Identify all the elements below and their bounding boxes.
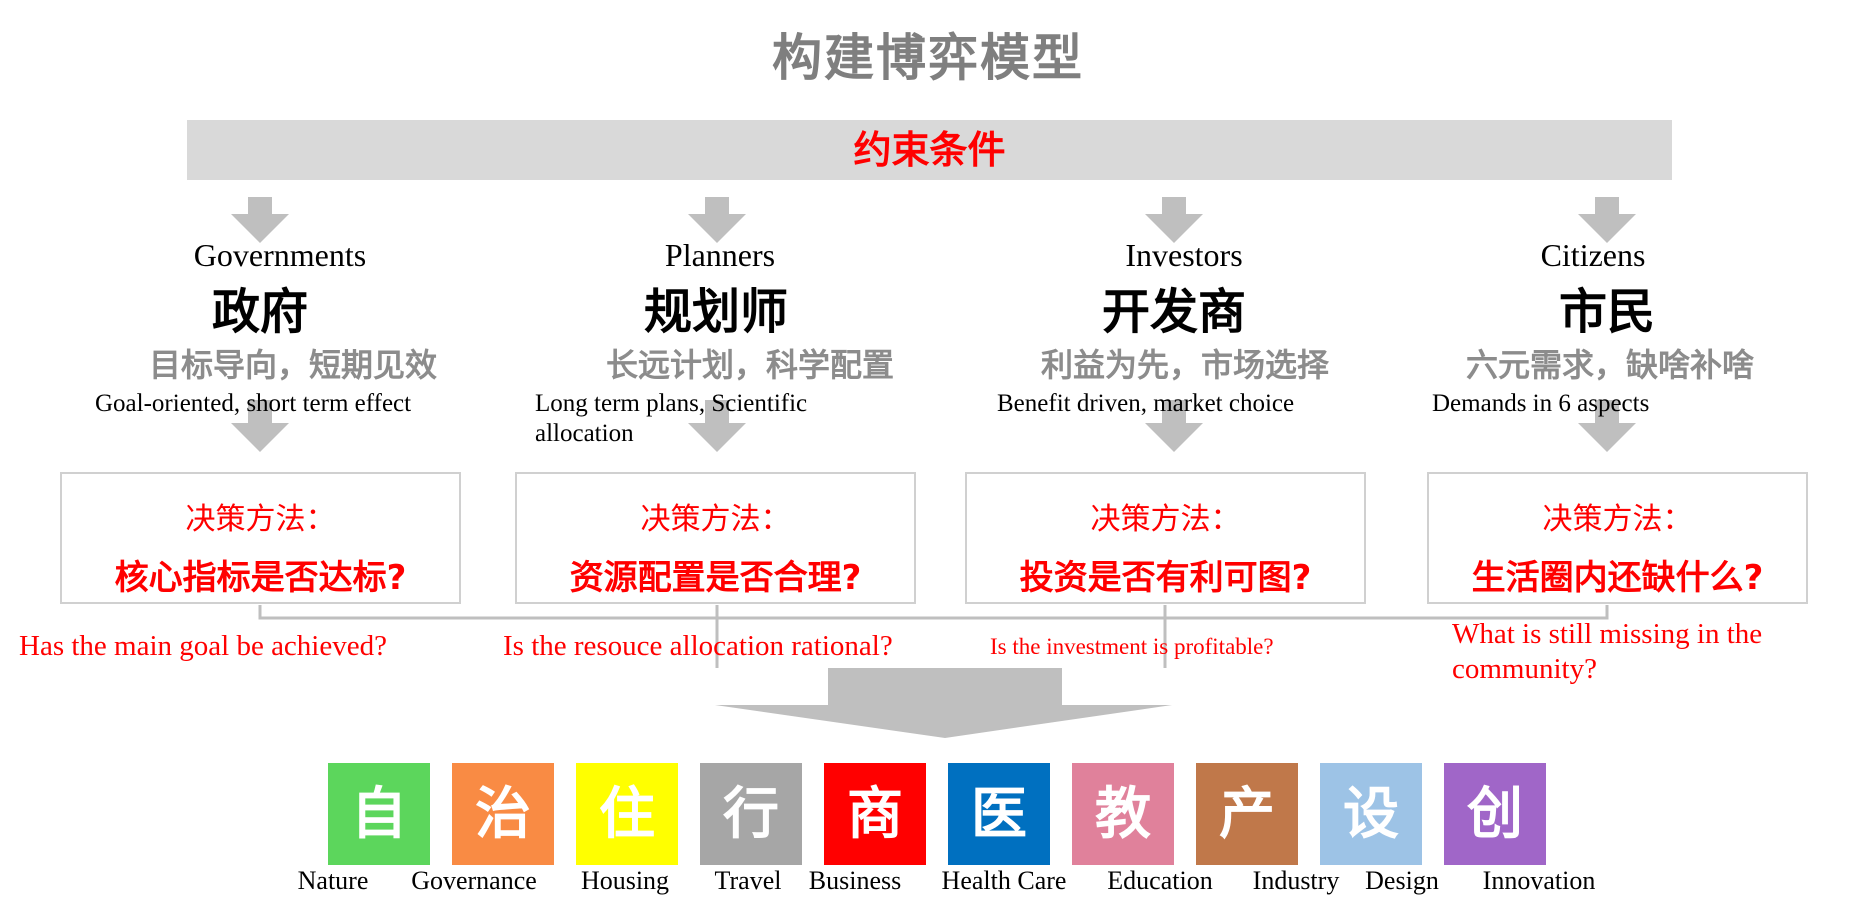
stakeholder-zh-desc: 利益为先，市场选择 bbox=[1040, 346, 1329, 384]
stakeholder-zh-desc: 目标导向，短期见效 bbox=[148, 346, 437, 384]
tile-label: Industry bbox=[1252, 866, 1340, 895]
arrow-top-3 bbox=[1145, 197, 1203, 243]
stakeholder-zh-name: 开发商 bbox=[1101, 284, 1246, 340]
decision-method-label: 决策方法： bbox=[1090, 502, 1241, 537]
tile-housing: 住 bbox=[576, 763, 678, 865]
stakeholder-en-desc: Benefit driven, market choice bbox=[997, 390, 1295, 417]
merge-arrow bbox=[715, 668, 1172, 738]
tile-label: Travel bbox=[714, 866, 782, 895]
tile-health-care: 医 bbox=[948, 763, 1050, 865]
tile-label: Design bbox=[1365, 866, 1439, 895]
question-translation: Has the main goal be achieved? bbox=[19, 630, 387, 662]
arrow-mid-4 bbox=[1578, 400, 1636, 452]
tile-label: Governance bbox=[411, 866, 537, 895]
tile-label: Business bbox=[808, 866, 902, 895]
stakeholder-en-desc: Demands in 6 aspects bbox=[1432, 390, 1650, 417]
tile-label: Housing bbox=[580, 866, 670, 895]
down-arrows-mid bbox=[231, 400, 1636, 452]
decision-question: 资源配置是否合理? bbox=[569, 558, 862, 598]
stakeholder-zh-name: 政府 bbox=[211, 284, 308, 340]
bracket-lines bbox=[258, 605, 1609, 668]
decision-method-label: 决策方法： bbox=[1542, 502, 1693, 537]
arrow-top-1 bbox=[231, 197, 289, 243]
stakeholder-en-name: Planners bbox=[664, 237, 776, 273]
tile-education: 教 bbox=[1072, 763, 1174, 865]
tile-design: 设 bbox=[1320, 763, 1422, 865]
tile-travel: 行 bbox=[700, 763, 802, 865]
decision-box: 决策方法： 投资是否有利可图? bbox=[965, 472, 1366, 604]
stakeholder-zh-desc: 长远计划，科学配置 bbox=[605, 346, 894, 384]
constraint-bar: 约束条件 bbox=[187, 120, 1672, 180]
tile-innovation: 创 bbox=[1444, 763, 1546, 865]
arrow-mid-1 bbox=[231, 400, 289, 452]
question-translation: Is the investment is profitable? bbox=[990, 634, 1274, 659]
question-translation: Is the resouce allocation rational? bbox=[503, 630, 893, 662]
decision-question: 投资是否有利可图? bbox=[1019, 558, 1312, 598]
stakeholder-en-name: Governments bbox=[193, 237, 367, 273]
bracket-outer bbox=[258, 605, 1609, 620]
arrow-mid-3 bbox=[1145, 400, 1203, 452]
arrow-mid-2 bbox=[688, 400, 746, 452]
tile-label: Nature bbox=[297, 866, 369, 895]
tile-industry: 产 bbox=[1196, 763, 1298, 865]
down-arrows-top bbox=[231, 197, 1636, 243]
tile-label: Education bbox=[1107, 866, 1213, 895]
decision-box: 决策方法： 资源配置是否合理? bbox=[515, 472, 916, 604]
stakeholder-en-desc: Goal-oriented, short term effect bbox=[95, 390, 412, 417]
arrow-top-2 bbox=[688, 197, 746, 243]
tile-label: Health Care bbox=[941, 866, 1067, 895]
stakeholder-en-name: Citizens bbox=[1540, 237, 1646, 273]
stakeholder-en-desc: Long term plans, Scientific allocation bbox=[535, 390, 808, 447]
arrow-top-4 bbox=[1578, 197, 1636, 243]
stakeholder-zh-name: 市民 bbox=[1558, 284, 1655, 340]
tile-label: Innovation bbox=[1482, 866, 1596, 895]
tile-nature: 自 bbox=[328, 763, 430, 865]
decision-method-label: 决策方法： bbox=[185, 502, 336, 537]
tile-governance: 治 bbox=[452, 763, 554, 865]
decision-box: 决策方法： 核心指标是否达标? bbox=[60, 472, 461, 604]
decision-question: 核心指标是否达标? bbox=[114, 558, 407, 598]
question-translation: What is still missing in the community? bbox=[1452, 618, 1763, 685]
decision-question: 生活圈内还缺什么? bbox=[1471, 558, 1764, 598]
page-title: 构建博弈模型 bbox=[772, 29, 1084, 87]
stakeholder-en-name: Investors bbox=[1125, 237, 1243, 273]
decision-method-label: 决策方法： bbox=[640, 502, 791, 537]
tile-business: 商 bbox=[824, 763, 926, 865]
decision-box: 决策方法： 生活圈内还缺什么? bbox=[1427, 472, 1808, 604]
stakeholder-zh-name: 规划师 bbox=[643, 284, 788, 340]
stakeholder-zh-desc: 六元需求，缺啥补啥 bbox=[1465, 346, 1754, 384]
